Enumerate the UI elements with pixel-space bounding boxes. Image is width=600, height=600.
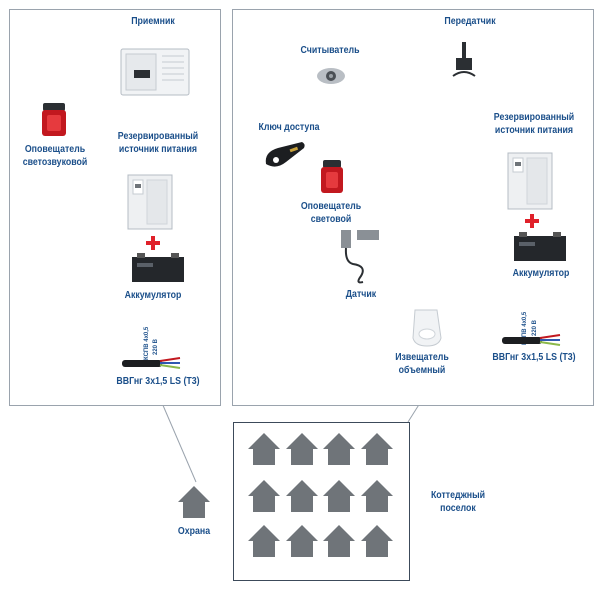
plus-icon: [525, 214, 539, 228]
transmitter-cable-label: ВВГнг 3х1,5 LS (Т3): [492, 352, 576, 363]
strobe-icon: [321, 160, 343, 193]
motion-detector-icon: [412, 309, 442, 347]
reader-icon: [317, 68, 345, 84]
cable-icon: [502, 334, 561, 346]
house-icon: [323, 480, 355, 512]
strobe-label: Оповещатель световой: [300, 201, 362, 225]
village-label: Коттеджный поселок: [430, 490, 486, 514]
house-icon: [248, 525, 280, 557]
receiver-cable-label: ВВГнг 3х1,5 LS (Т3): [116, 376, 200, 387]
magnetic-sensor-icon: [341, 230, 379, 284]
receiver-siren-label: Оповещатель светозвуковой: [22, 144, 88, 168]
ups-box-icon: [127, 174, 173, 230]
house-icon: [286, 525, 318, 557]
house-icon: [248, 480, 280, 512]
house-icon: [323, 433, 355, 465]
receiver-cable-spec-2: 220 В: [153, 338, 159, 355]
house-icon: [286, 433, 318, 465]
house-icon: [248, 433, 280, 465]
house-icon: [361, 433, 393, 465]
transmitter-village-line: [407, 402, 421, 423]
motion-label: Извещатель объемный: [395, 352, 449, 376]
house-icon: [286, 480, 318, 512]
receiver-title: Приемник: [131, 16, 175, 27]
key-fob-icon: [265, 142, 305, 167]
key-label: Ключ доступа: [258, 122, 320, 133]
battery-icon: [514, 232, 566, 261]
antenna-icon: [452, 42, 476, 77]
receiver-guard-line: [161, 402, 197, 483]
guard-label: Охрана: [177, 526, 211, 537]
sensor-label: Датчик: [345, 289, 377, 300]
receiver-ups-label: Резервированный источник питания: [117, 131, 199, 155]
battery-icon: [132, 253, 184, 282]
house-icon: [361, 525, 393, 557]
receiver-unit-icon: [120, 48, 190, 96]
transmitter-battery-label: Аккумулятор: [512, 268, 570, 279]
plus-icon: [146, 236, 160, 250]
guard-house-icon: [178, 486, 210, 518]
siren-icon: [42, 103, 66, 136]
house-icon: [361, 480, 393, 512]
house-icon: [323, 525, 355, 557]
reader-label: Считыватель: [300, 45, 360, 56]
transmitter-title: Передатчик: [444, 16, 496, 27]
cable-icon: [122, 357, 181, 369]
receiver-battery-label: Аккумулятор: [124, 290, 182, 301]
transmitter-ups-label: Резервированный источник питания: [493, 112, 575, 136]
ups-box-icon: [507, 152, 553, 210]
